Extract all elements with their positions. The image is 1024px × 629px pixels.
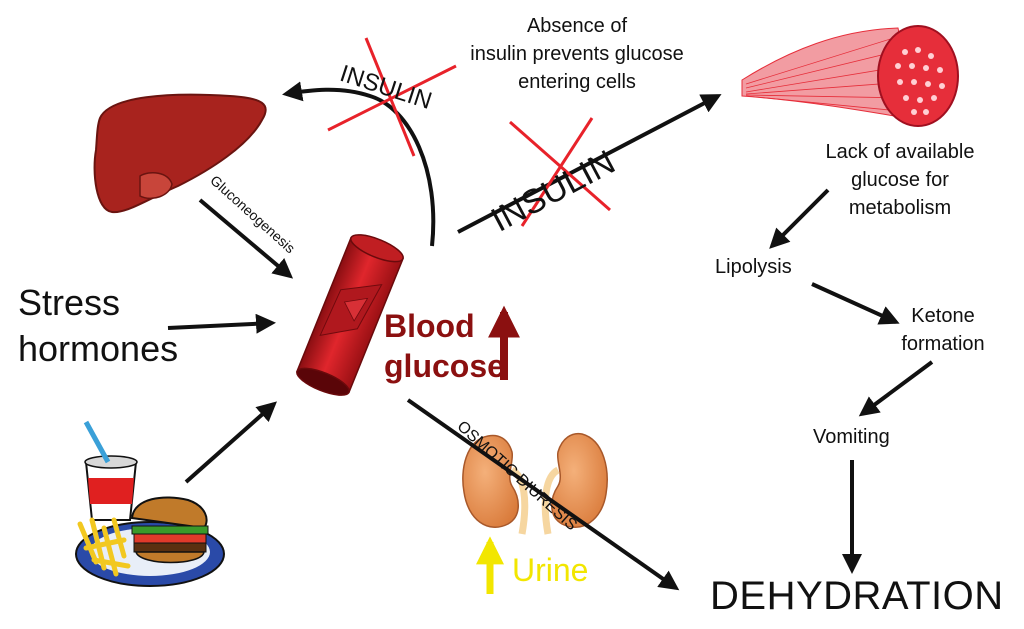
arrow-stress-to-vessel [167, 313, 276, 334]
absence-of-insulin-label: Absence of insulin prevents glucose ente… [470, 15, 684, 93]
blood-glucose-label: Blood glucose [384, 308, 505, 384]
stress-hormones-label: Stress hormones [18, 282, 179, 369]
urine-label: Urine [512, 552, 589, 588]
dehydration-label: DEHYDRATION [710, 574, 1004, 618]
insulin-cross-middle [509, 117, 611, 227]
arrow-to-muscle [457, 94, 722, 234]
arrow-to-vomiting [858, 360, 934, 417]
arrow-food-to-vessel [184, 401, 277, 484]
kidney-icon [462, 432, 608, 535]
arrow-curve-to-liver [282, 81, 436, 247]
arrow-to-ketone [811, 282, 900, 325]
ketone-formation-label: Ketone formation [901, 305, 985, 355]
lack-of-glucose-label: Lack of available glucose for metabolism [825, 141, 975, 219]
insulin-cross-top [327, 37, 457, 157]
vomiting-label: Vomiting [813, 426, 890, 448]
liver-icon [93, 93, 267, 214]
fast-food-icon [75, 420, 225, 587]
arrow-to-dehydration-left [406, 398, 680, 591]
arrows [167, 81, 934, 591]
blood-vessel-icon [296, 234, 404, 396]
arrow-to-lipolysis [769, 188, 830, 249]
arrow-liver-to-vessel [198, 198, 294, 279]
lipolysis-label: Lipolysis [715, 256, 792, 278]
muscle-fiber-icon [741, 25, 959, 127]
